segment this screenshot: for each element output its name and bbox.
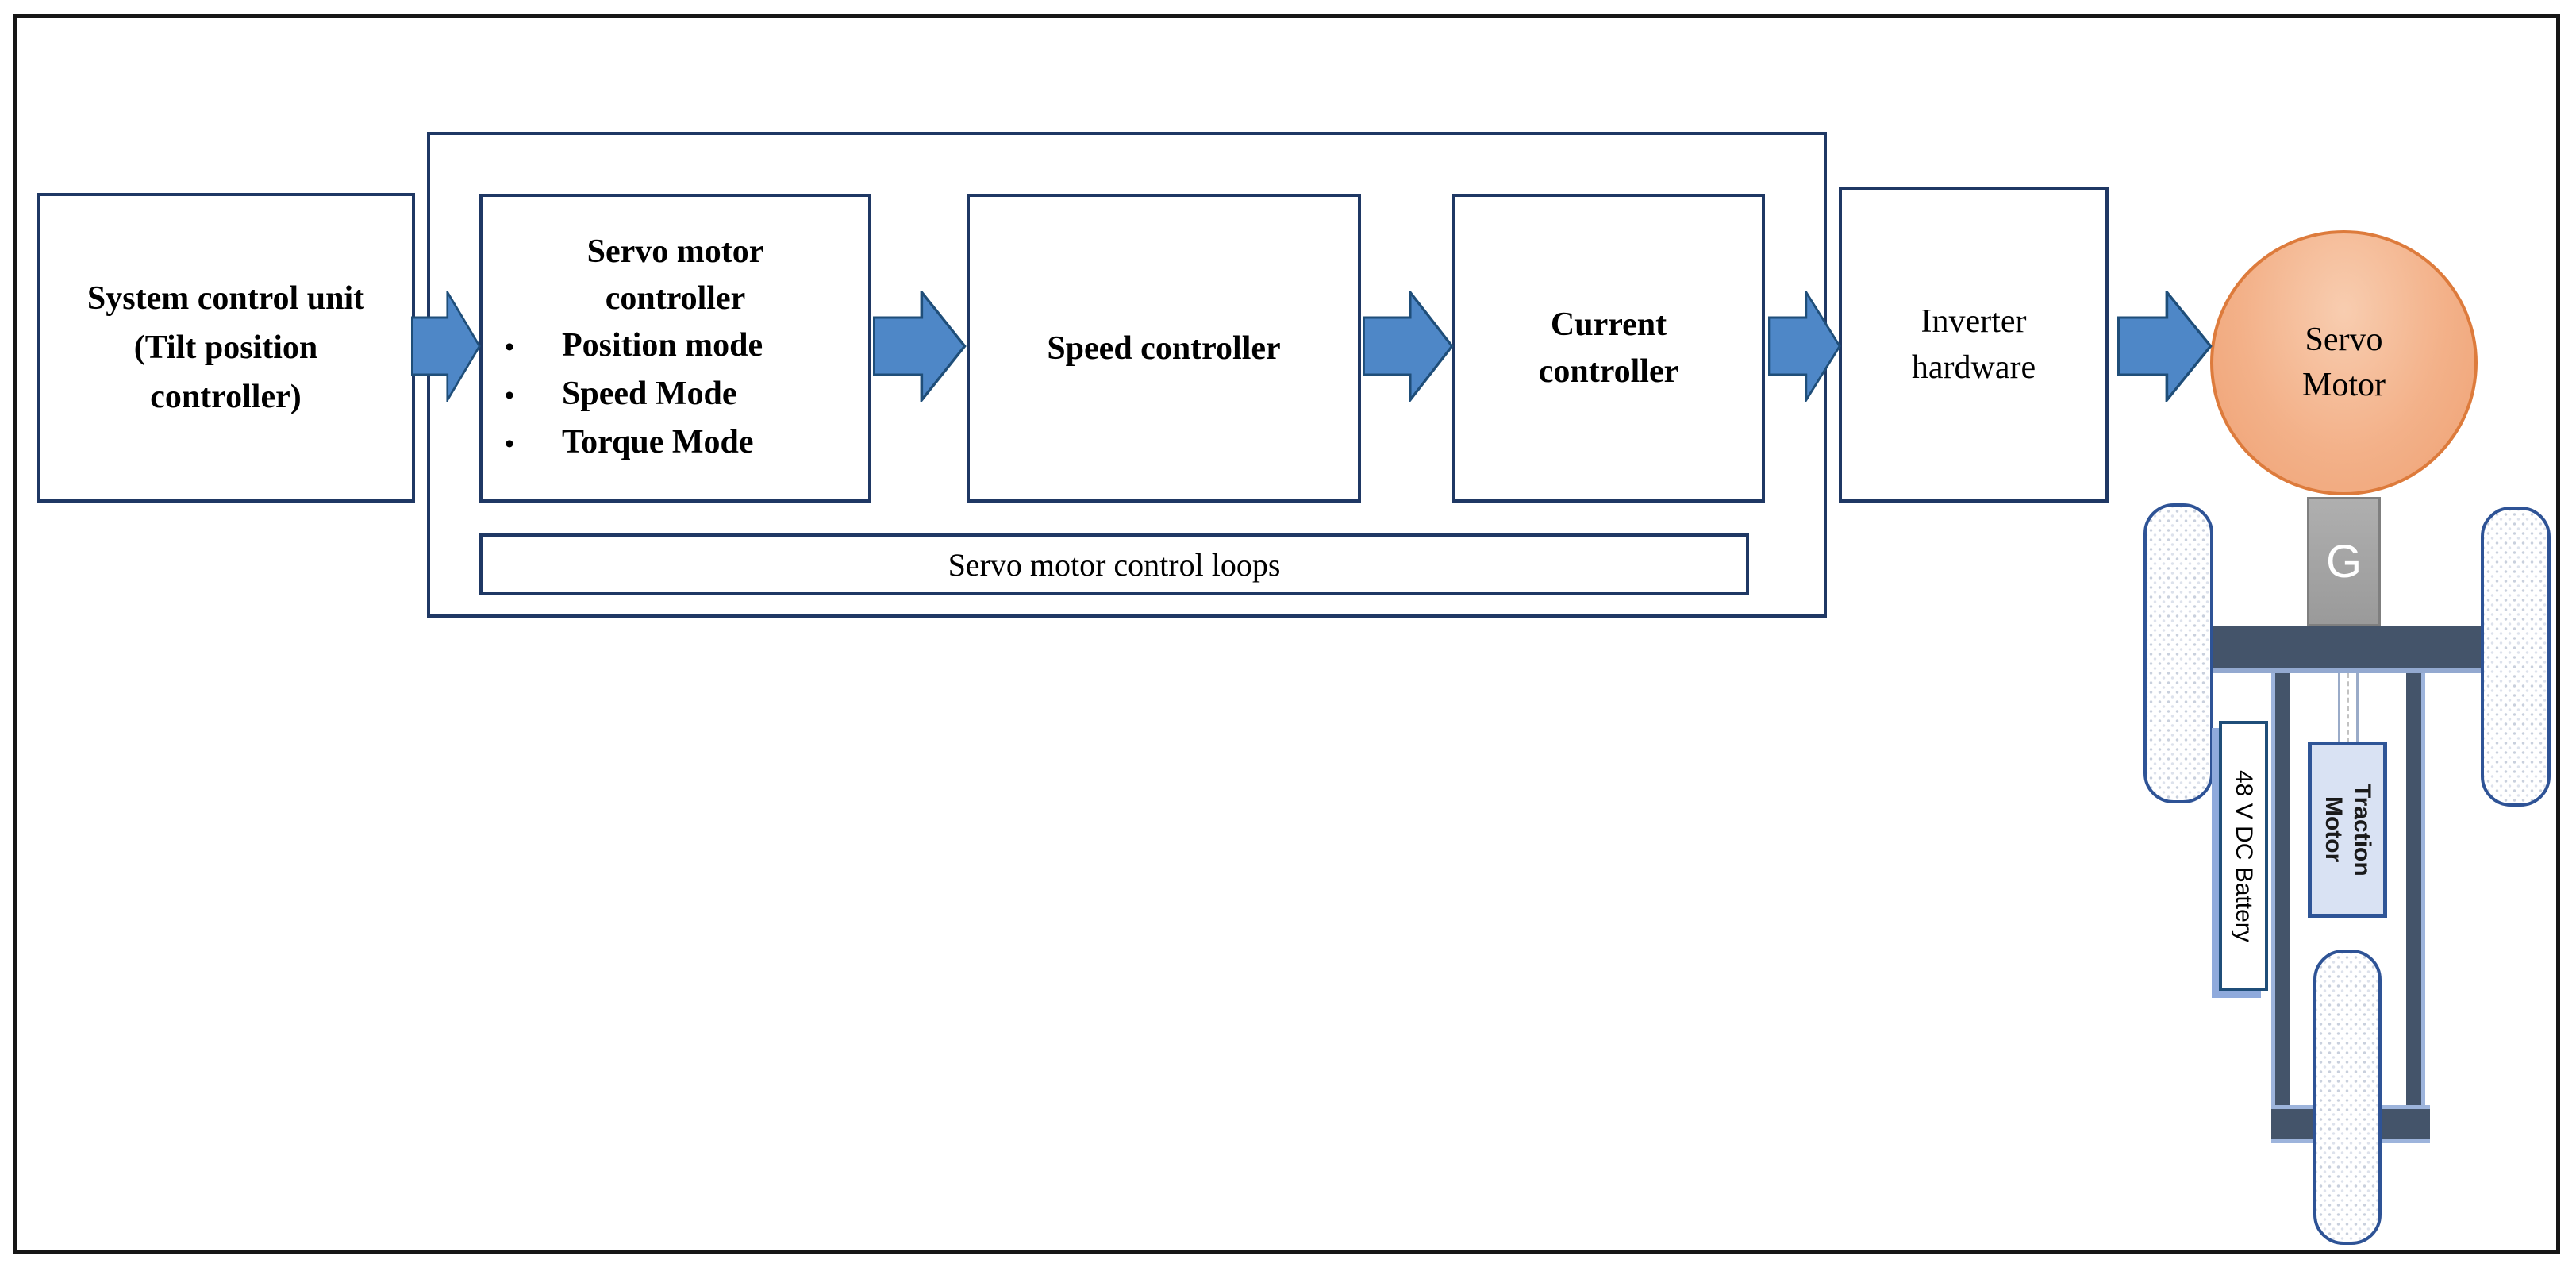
system-control-unit-line: controller) [150, 379, 302, 415]
servo-motor-line: Servo [2305, 322, 2383, 358]
chassis-frame-right-rail [2406, 672, 2425, 1116]
servo-motor-controller-box: Servo motor controller • Position mode •… [479, 194, 871, 503]
servo-controller-title-line: controller [605, 280, 746, 317]
drive-shaft-dashed-line [2347, 673, 2349, 743]
mode-bullet-item: • Position mode [483, 322, 868, 371]
front-left-wheel [2143, 503, 2213, 803]
front-right-wheel [2481, 507, 2551, 807]
system-control-unit-line: System control unit [87, 280, 365, 317]
battery-label: 48 V DC Battery [2231, 769, 2257, 942]
system-control-unit-line: (Tilt position [133, 329, 318, 366]
chassis-frame-left-rail [2271, 672, 2290, 1116]
traction-motor-label: Traction Motor [2319, 784, 2376, 876]
gearbox-label: G [2325, 536, 2363, 587]
flow-arrow-icon [411, 291, 481, 402]
figure-outer-border [13, 14, 2560, 1254]
traction-motor-line: Motor [2320, 796, 2347, 863]
servo-motor-ellipse: Servo Motor [2210, 230, 2478, 495]
bullet-icon: • [505, 381, 514, 410]
bullet-icon: • [505, 333, 514, 362]
mode-bullet-item: • Speed Mode [483, 371, 868, 419]
current-controller-line: Current [1550, 306, 1667, 343]
servo-motor-line: Motor [2302, 367, 2386, 403]
flow-arrow-icon [2117, 291, 2213, 402]
inverter-hardware-line: hardware [1911, 349, 2036, 386]
servo-controller-title-line: Servo motor [586, 233, 764, 270]
current-controller-line: controller [1538, 352, 1679, 390]
speed-controller-label: Speed controller [1047, 329, 1281, 367]
servo-motor-control-loops-bar: Servo motor control loops [479, 533, 1749, 595]
battery-box: 48 V DC Battery [2219, 721, 2268, 991]
inverter-hardware-line: Inverter [1920, 303, 2027, 340]
mode-bullet-label: Torque Mode [562, 424, 754, 460]
speed-controller-box: Speed controller [967, 194, 1361, 503]
mode-bullet-label: Position mode [562, 327, 763, 364]
system-control-unit-box: System control unit (Tilt position contr… [37, 193, 415, 503]
rear-wheel [2313, 950, 2382, 1245]
flow-arrow-icon [873, 291, 967, 402]
drive-shaft [2338, 673, 2359, 743]
bullet-icon: • [505, 429, 514, 459]
flow-arrow-icon [1768, 291, 1841, 402]
mode-bullet-label: Speed Mode [562, 376, 737, 412]
servo-motor-control-loops-label: Servo motor control loops [948, 546, 1281, 583]
flow-arrow-icon [1363, 291, 1454, 402]
traction-motor-box: Traction Motor [2308, 742, 2387, 918]
current-controller-box: Current controller [1452, 194, 1765, 503]
traction-motor-line: Traction [2349, 783, 2375, 876]
gearbox-g-box: G [2307, 497, 2381, 626]
front-axle-bar [2209, 626, 2483, 673]
inverter-hardware-box: Inverter hardware [1839, 187, 2109, 503]
mode-bullet-item: • Torque Mode [483, 419, 868, 468]
